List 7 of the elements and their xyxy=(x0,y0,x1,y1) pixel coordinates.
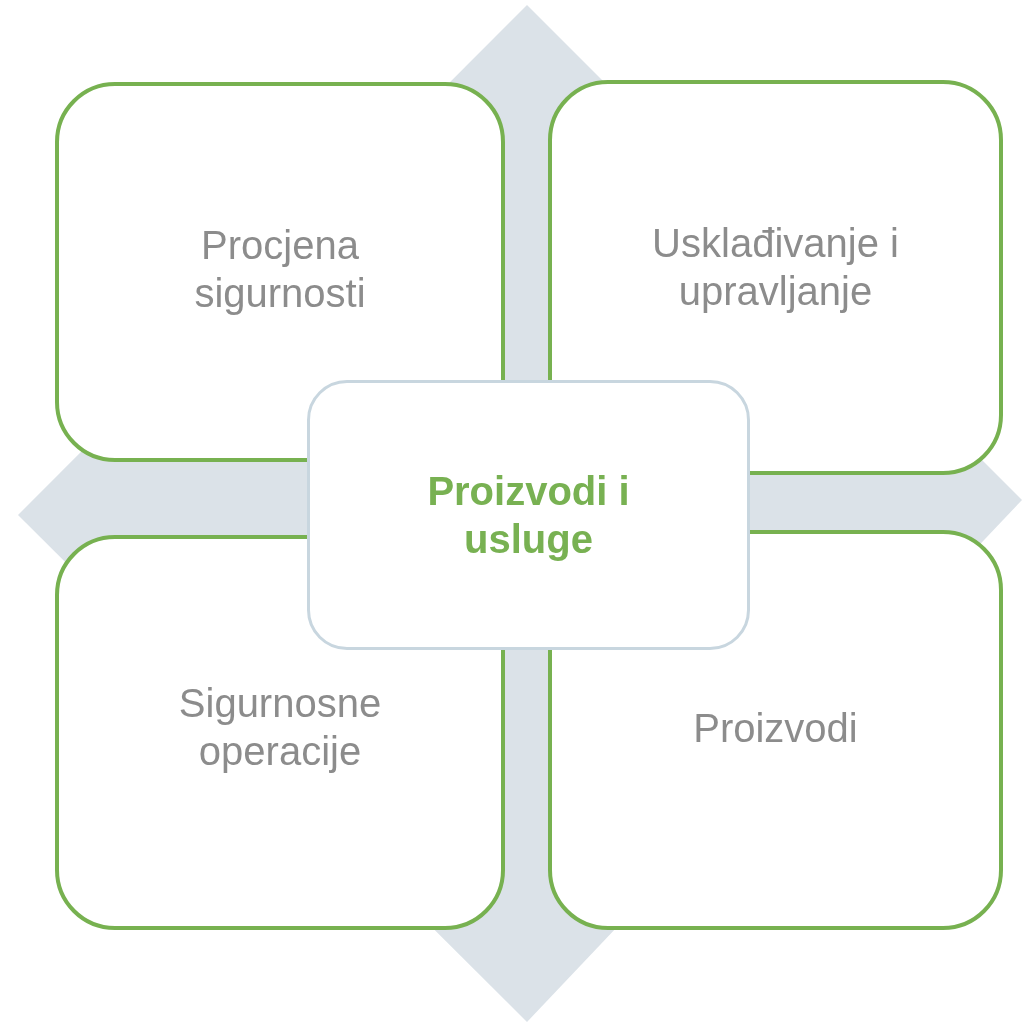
box-label: Usklađivanje i upravljanje xyxy=(651,220,900,315)
box-label: Proizvodi xyxy=(693,705,858,752)
box-label: Procjena sigurnosti xyxy=(193,222,367,317)
center-box xyxy=(307,380,750,650)
box-label: Proizvodi i usluge xyxy=(426,468,631,563)
box-label: Sigurnosne operacije xyxy=(177,680,383,775)
rounded-box xyxy=(55,82,505,462)
